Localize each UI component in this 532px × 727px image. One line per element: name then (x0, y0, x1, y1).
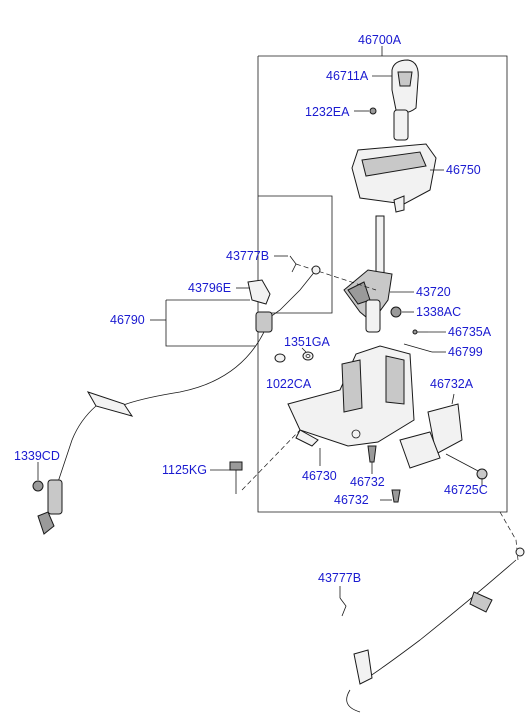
label-solenoid: 46725C (444, 483, 488, 497)
base-bracket (287, 345, 415, 447)
spring-pin (403, 343, 433, 353)
label-clip-top: 43777B (226, 249, 269, 263)
label-screw-b: 46732 (334, 493, 369, 507)
assembly-boundary (257, 55, 508, 513)
label-assembly: 46700A (358, 33, 402, 47)
label-spring-pin: 46799 (448, 345, 483, 359)
shift-knob (391, 59, 419, 141)
cable-nut (32, 480, 44, 492)
washer-b (302, 351, 314, 361)
label-clip-bottom: 43777B (318, 571, 361, 585)
shift-cable (37, 265, 321, 535)
label-nut-top: 1338AC (416, 305, 461, 319)
cable-bracket (247, 279, 271, 305)
label-washer-b: 1022CA (266, 377, 312, 391)
label-cable: 46790 (110, 313, 145, 327)
label-washer-a: 1351GA (284, 335, 331, 349)
label-bolt: 1125KG (162, 463, 207, 477)
screw-b (391, 489, 401, 503)
label-pin: 46735A (448, 325, 492, 339)
label-nut-cable: 1339CD (14, 449, 60, 463)
label-indicator: 46750 (446, 163, 481, 177)
pin (412, 329, 428, 335)
knob-screw (369, 107, 377, 115)
label-base: 46730 (302, 469, 337, 483)
indicator-housing (351, 143, 437, 213)
label-plate: 46732A (430, 377, 474, 391)
screw-a (367, 445, 377, 463)
label-screw-a: 46732 (350, 475, 385, 489)
clip-bottom (339, 597, 347, 617)
clip-top (289, 255, 297, 273)
shift-lever (343, 215, 393, 333)
label-lever: 43720 (416, 285, 451, 299)
label-knob: 46711A (326, 69, 369, 83)
bolt (229, 461, 243, 494)
cable-leader (165, 300, 256, 347)
label-bracket: 43796E (188, 281, 231, 295)
lower-cable (346, 511, 525, 713)
nut-top (390, 306, 402, 318)
washer-a (274, 353, 286, 363)
label-knob-screw: 1232EA (305, 105, 350, 119)
